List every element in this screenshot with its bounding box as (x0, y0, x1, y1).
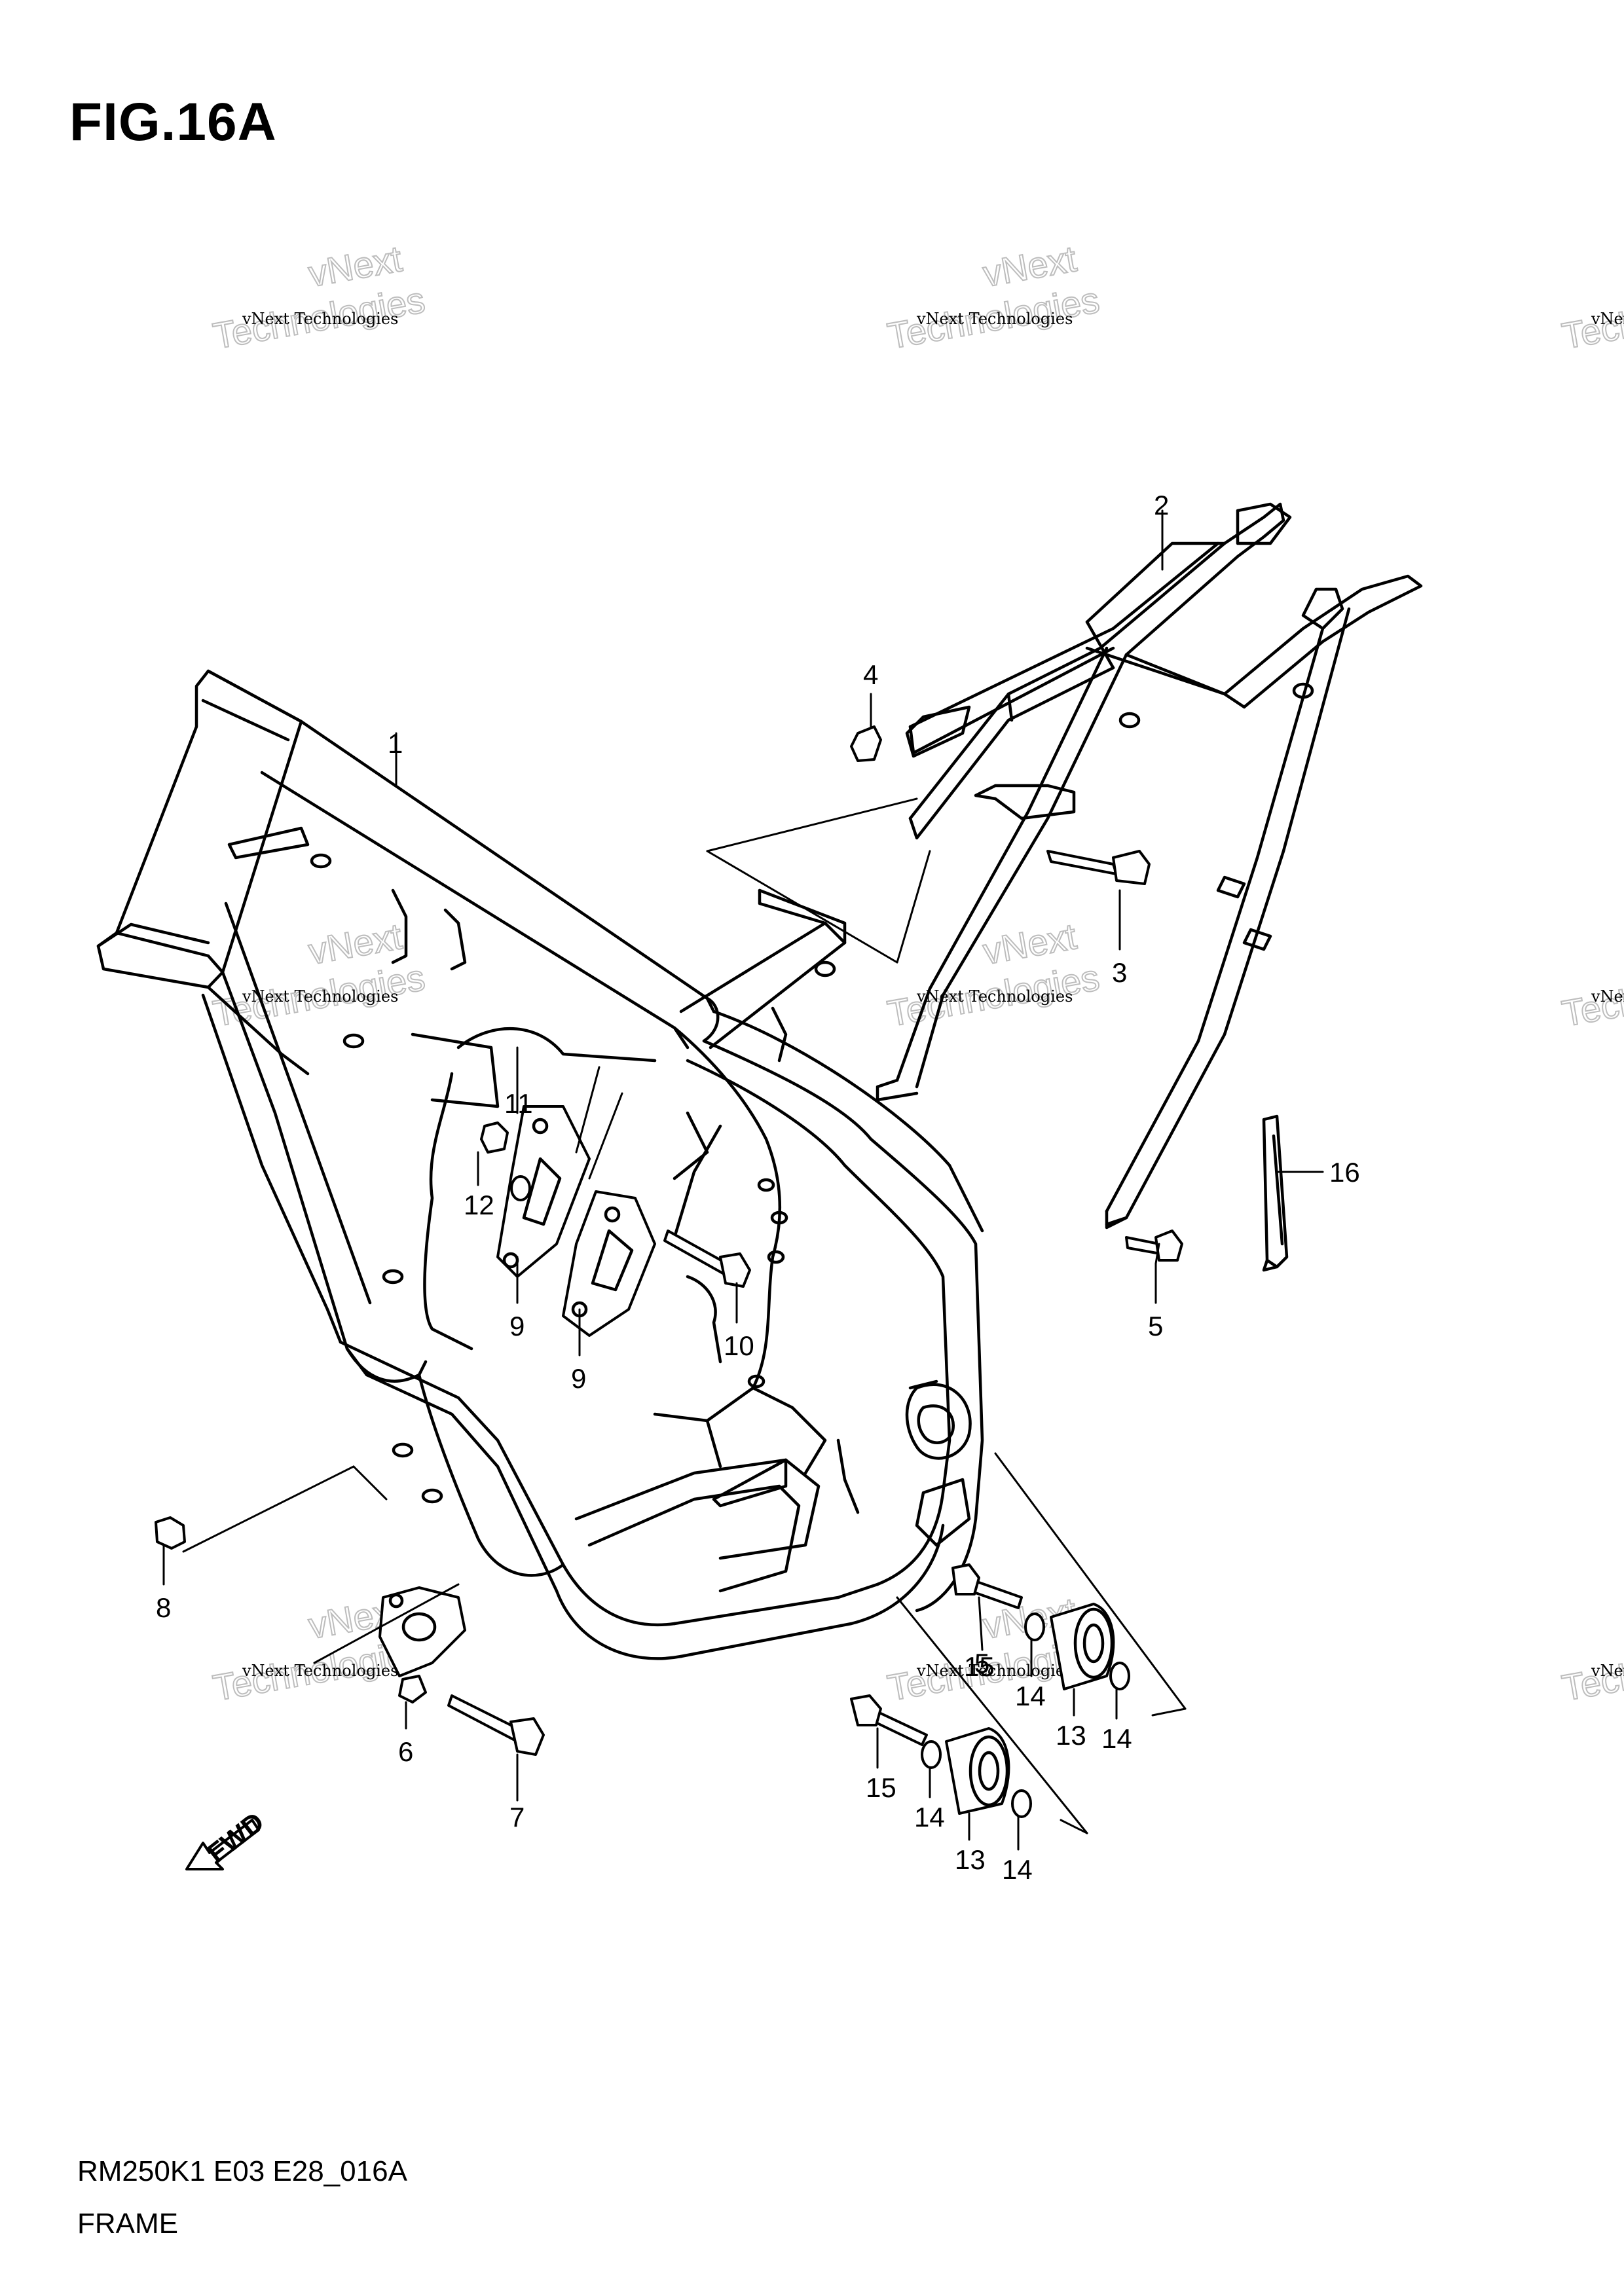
callout-6: 6 (398, 1736, 413, 1767)
strap-part-16 (1262, 1114, 1289, 1272)
watermark-8: Technologies vNext Technologies (1559, 956, 1624, 1035)
callout-13-lower: 13 (955, 1844, 986, 1875)
callout-14-d: 14 (1002, 1854, 1033, 1885)
svg-text:vNext Technologies: vNext Technologies (242, 987, 398, 1006)
fasteners (155, 725, 1183, 1818)
callout-3: 3 (1112, 957, 1127, 988)
watermark-7: Technologies vNext Technologies (1559, 278, 1624, 357)
svg-text:vNext Technologies: vNext Technologies (1591, 310, 1624, 328)
forward-arrow-icon: FWD (185, 1806, 270, 1870)
callout-7: 7 (509, 1802, 525, 1832)
watermark-9: Technologies vNext Technologies (1559, 1630, 1624, 1709)
leader-lines (162, 509, 1324, 1851)
watermarks: vNext Technologies vNext Technologies vN… (210, 237, 1624, 1709)
callout-15-upper: 15 (964, 1651, 995, 1682)
callout-9-left: 9 (509, 1311, 525, 1341)
callout-2: 2 (1154, 490, 1169, 520)
svg-text:vNext Technologies: vNext Technologies (242, 310, 398, 328)
callout-15-lower: 15 (866, 1772, 896, 1803)
callout-14-a: 14 (1015, 1681, 1046, 1711)
watermark-4: vNext Technologies vNext Technologies (884, 915, 1103, 1035)
callout-13-upper: 13 (1056, 1720, 1086, 1751)
svg-text:vNext Technologies: vNext Technologies (916, 310, 1073, 328)
callout-11: 11 (504, 1088, 533, 1119)
svg-text:vNext Technologies: vNext Technologies (916, 1662, 1073, 1680)
section-name: FRAME (77, 2208, 178, 2240)
callout-10: 10 (724, 1330, 754, 1361)
callout-14-b: 14 (1101, 1723, 1132, 1754)
callout-1: 1 (388, 728, 403, 759)
callout-14-c: 14 (914, 1802, 945, 1832)
callout-9-right: 9 (571, 1363, 586, 1394)
main-frame (96, 669, 984, 1660)
rear-subframe (876, 502, 1423, 1230)
callout-12: 12 (464, 1190, 494, 1220)
callout-8: 8 (156, 1592, 171, 1623)
callout-4: 4 (863, 659, 878, 690)
svg-text:vNext Technologies: vNext Technologies (1591, 1662, 1624, 1680)
figure-title: FIG.16A (69, 92, 277, 152)
svg-text:vNext Technologies: vNext Technologies (1591, 987, 1624, 1006)
watermark-2: vNext Technologies vNext Technologies (884, 237, 1103, 357)
svg-text:vNext Technologies: vNext Technologies (242, 1662, 398, 1680)
callout-labels: 1 2 3 4 5 5 6 7 8 9 9 10 11 12 13 13 14 … (156, 490, 1360, 1885)
watermark-1: vNext Technologies vNext Technologies (210, 237, 429, 357)
callout-5-upper: 5 (1148, 1311, 1163, 1341)
engine-mount-brackets (496, 1105, 656, 1337)
model-code: RM250K1 E03 E28_016A (77, 2155, 407, 2187)
callout-5-lower: 5 (974, 1648, 989, 1679)
callout-16: 16 (1329, 1157, 1360, 1188)
